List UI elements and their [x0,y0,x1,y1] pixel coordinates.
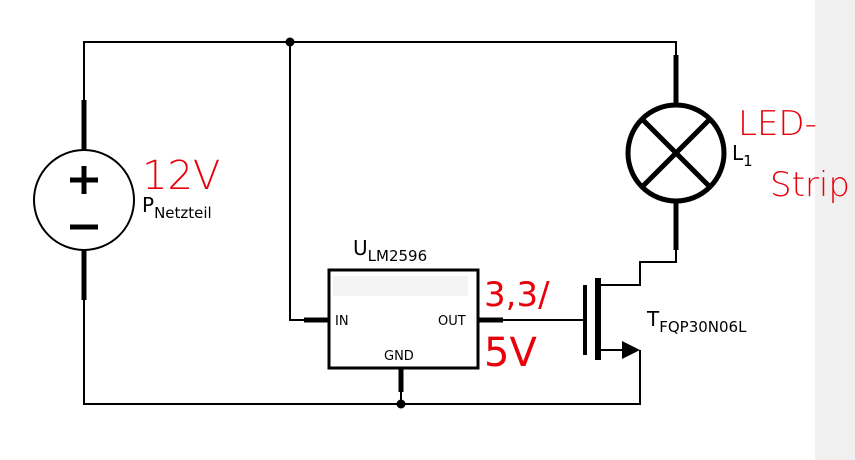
power-supply-label: PNetzteil [142,193,212,222]
output-annotation-3v3: 3,3/ [484,275,550,315]
junction-dot-top [285,37,295,47]
lamp-annotation-line2: Strip [770,165,850,205]
redacted-area [333,276,468,296]
wire-to-regulator-in [289,41,330,321]
pin-out-label: OUT [438,314,466,329]
output-annotation-5v: 5V [484,330,537,376]
regulator-label: ULM2596 [353,236,427,265]
lamp-annotation-line1: LED- [738,104,817,144]
power-supply-symbol [33,100,135,300]
regulator-block [304,268,503,392]
background-band [815,0,855,460]
voltage-annotation-12v: 12V [142,153,220,199]
mosfet-label: TFQP30N06L [646,307,747,336]
pin-gnd-label: GND [384,349,414,364]
lamp-label: L1 [732,141,753,170]
wire-lamp-bottom [639,199,677,286]
pin-in-label: IN [335,314,349,329]
mosfet-symbol [583,278,641,360]
mosfet-arrow-icon [622,341,640,359]
lamp-symbol [625,55,727,250]
junction-dot-bottom [396,399,406,409]
